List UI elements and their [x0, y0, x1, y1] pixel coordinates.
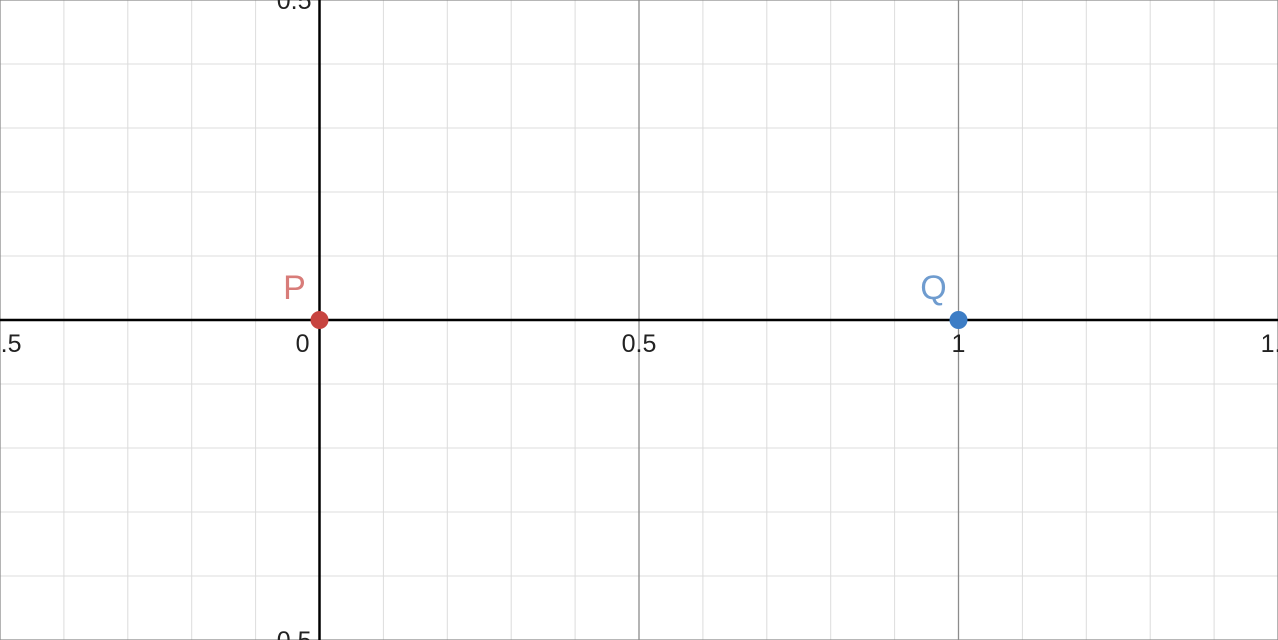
x-tick-label: -0.5 [0, 330, 22, 358]
point-label-q: Q [920, 269, 946, 307]
y-tick-label: -0.5 [268, 627, 311, 640]
x-tick-label: 0 [296, 330, 310, 358]
y-tick-label: 0.5 [277, 0, 312, 15]
x-tick-label: 1 [952, 330, 966, 358]
x-tick-label: 1.5 [1261, 330, 1278, 358]
point-q[interactable] [949, 311, 968, 329]
x-tick-label: 0.5 [622, 330, 657, 358]
point-p[interactable] [310, 311, 329, 329]
point-label-p: P [283, 269, 306, 307]
